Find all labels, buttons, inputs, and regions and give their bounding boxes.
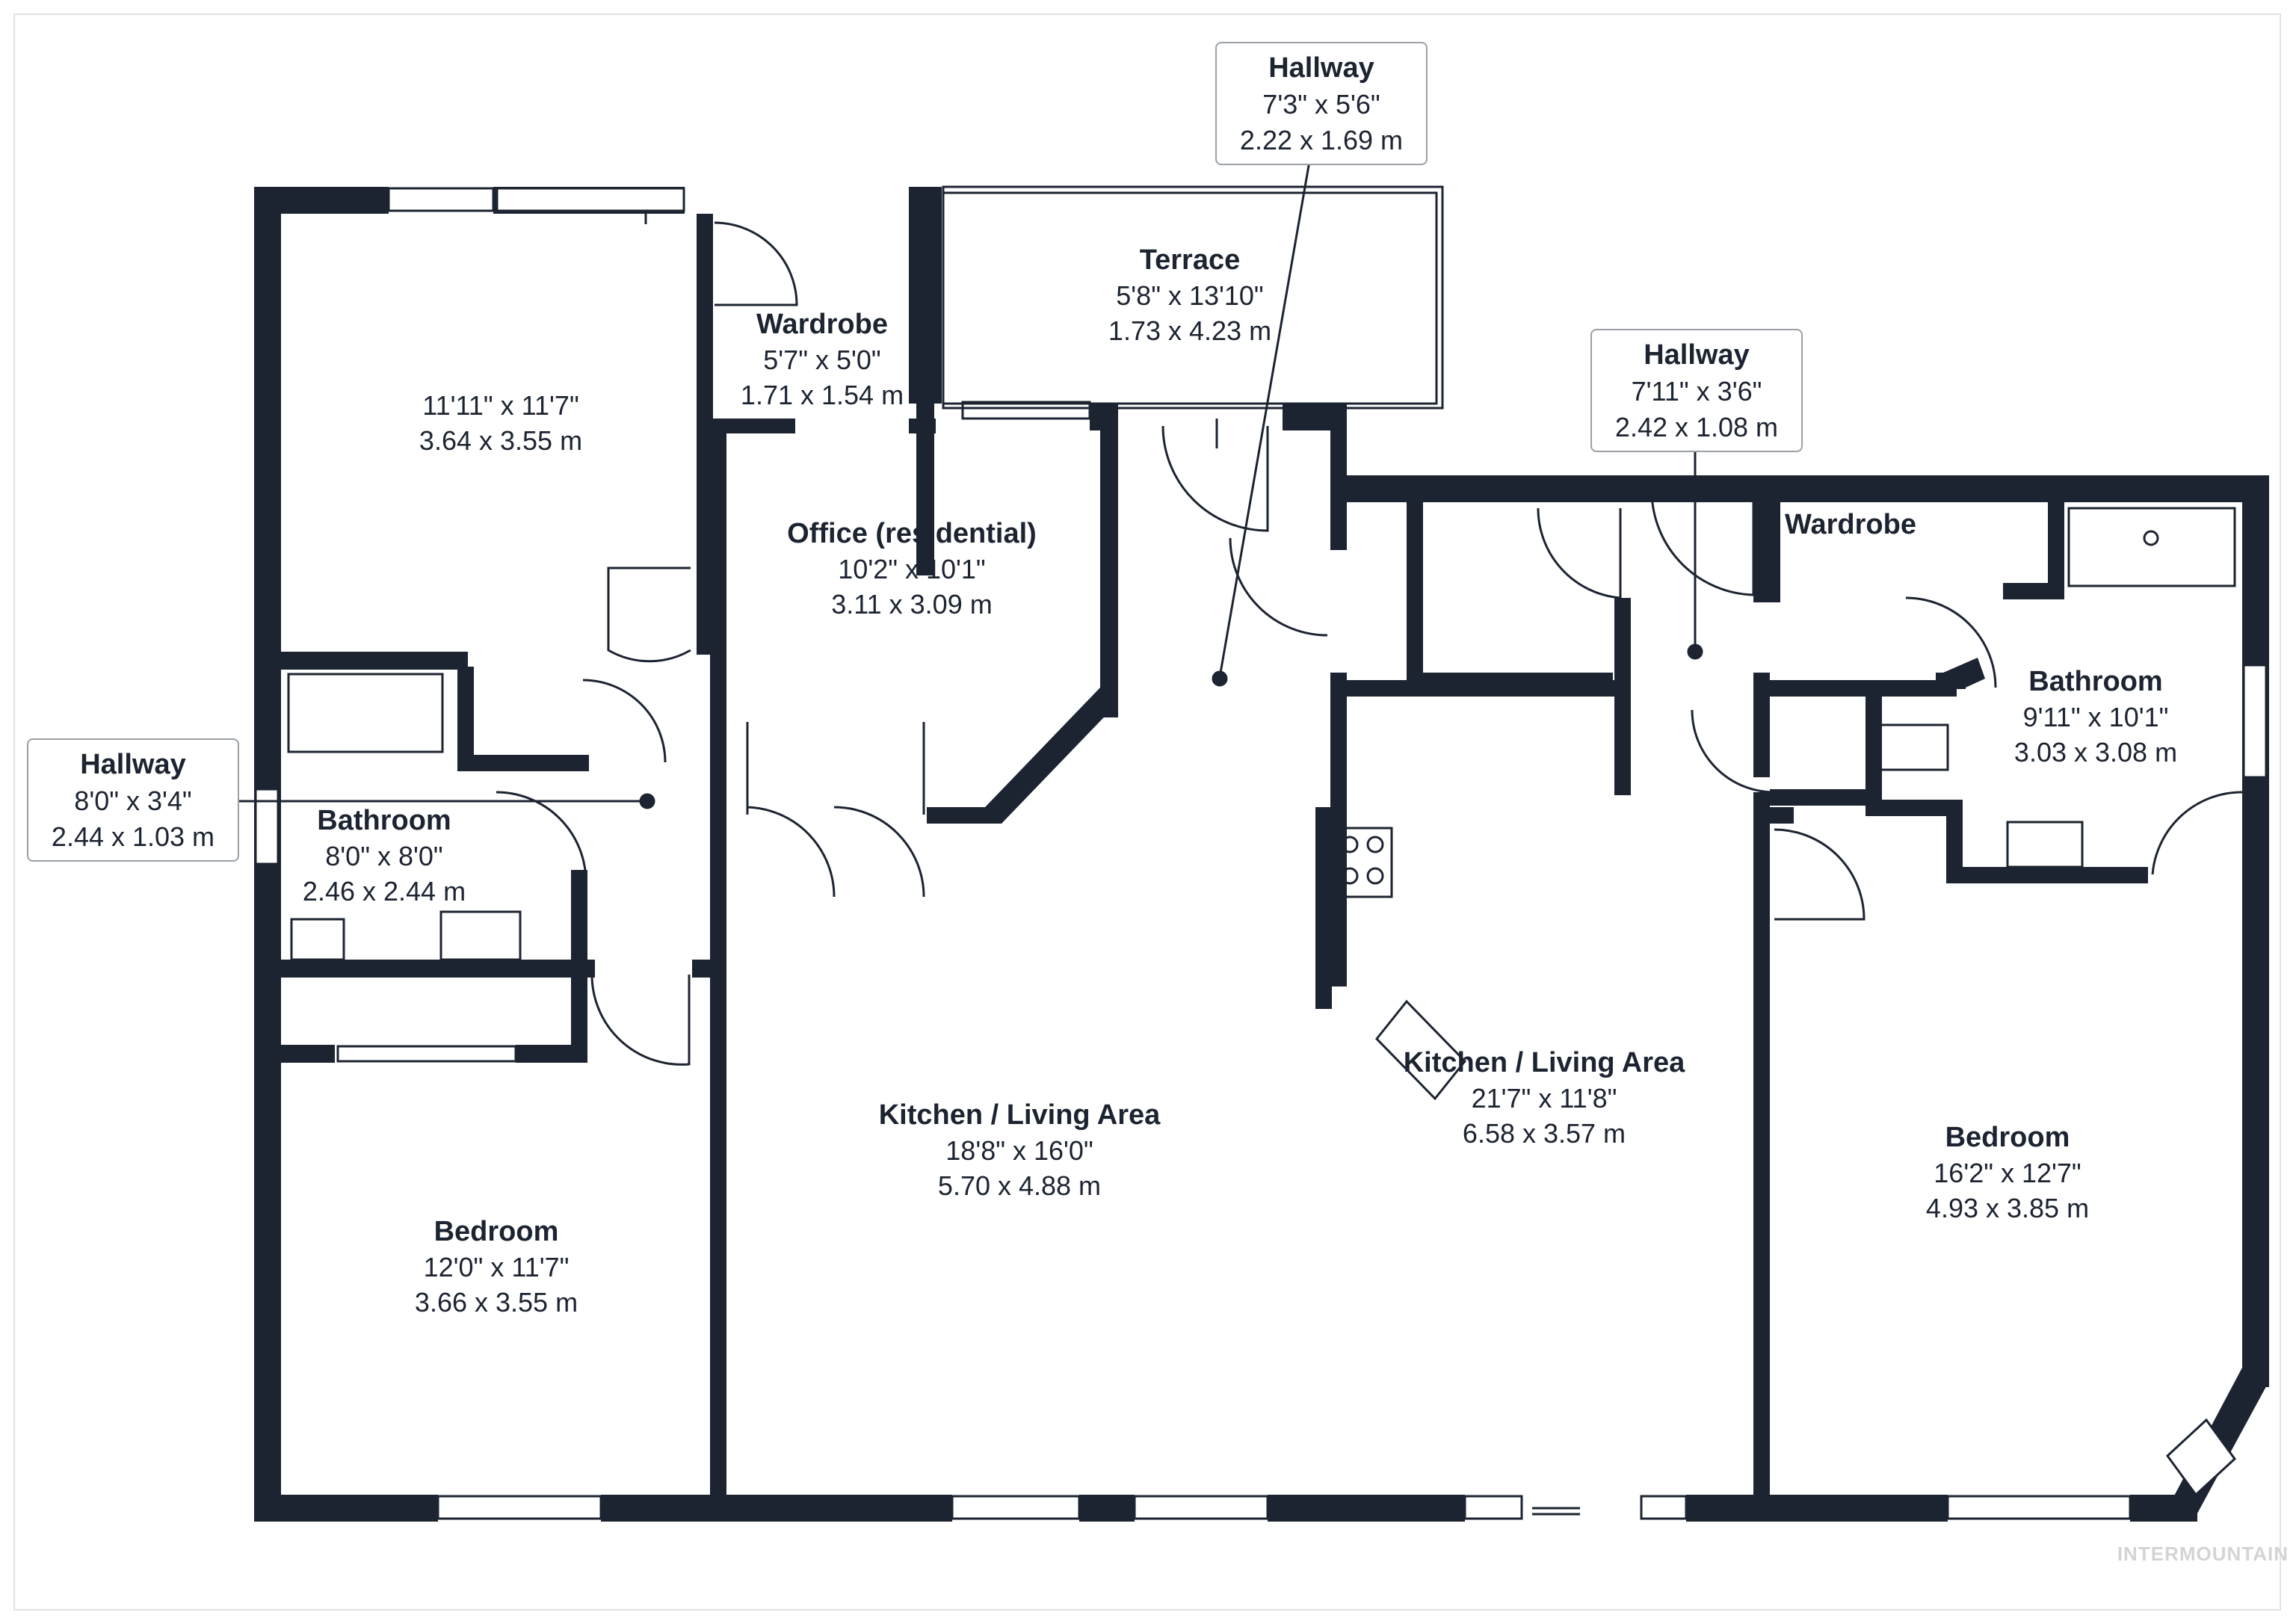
wardrobe-e-name: Wardrobe bbox=[1785, 509, 1916, 540]
wardrobe-e-label: Wardrobe bbox=[1785, 507, 1916, 543]
bathroom-w-name: Bathroom bbox=[317, 805, 451, 836]
hallway-top-name: Hallway bbox=[1268, 52, 1374, 84]
terrace-outline bbox=[942, 185, 1580, 1516]
fixtures bbox=[287, 214, 2236, 1101]
wardrobe-n-dim-metric: 1.71 x 1.54 m bbox=[740, 380, 904, 411]
terrace-name: Terrace bbox=[1139, 244, 1241, 276]
bathroom-e-name: Bathroom bbox=[2028, 666, 2163, 697]
kitchen-e-name: Kitchen / Living Area bbox=[1403, 1047, 1685, 1078]
bedroom-sw-name: Bedroom bbox=[433, 1216, 559, 1247]
office-name: Office (residential) bbox=[787, 518, 1037, 549]
kitchen-w-dim-imperial: 18'8" x 16'0" bbox=[945, 1135, 1093, 1167]
bedroom-nw-dim-metric: 3.64 x 3.55 m bbox=[419, 424, 583, 456]
office-dim-metric: 3.11 x 3.09 m bbox=[831, 589, 993, 620]
kitchen-w-dim-metric: 5.70 x 4.88 m bbox=[937, 1170, 1102, 1202]
bedroom-nw-label: 11'11" x 11'7" 3.64 x 3.55 m bbox=[419, 389, 582, 459]
terrace-label: Terrace 5'8" x 13'10" 1.73 x 4.23 m bbox=[1108, 242, 1271, 349]
bedroom-sw-label: Bedroom 12'0" x 11'7" 3.66 x 3.55 m bbox=[415, 1214, 578, 1321]
bedroom-nw-dim-imperial: 11'11" x 11'7" bbox=[422, 390, 579, 421]
hallway-right-dim-imperial: 7'11" x 3'6" bbox=[1631, 376, 1762, 407]
bathroom-e-label: Bathroom 9'11" x 10'1" 3.03 x 3.08 m bbox=[2014, 664, 2177, 771]
bedroom-e-name: Bedroom bbox=[1945, 1122, 2070, 1153]
wardrobe-n-name: Wardrobe bbox=[756, 309, 888, 340]
hallway-right-callout: Hallway 7'11" x 3'6" 2.42 x 1.08 m bbox=[1590, 329, 1803, 453]
kitchen-w-label: Kitchen / Living Area 18'8" x 16'0" 5.70… bbox=[879, 1097, 1161, 1204]
terrace-dim-metric: 1.73 x 4.23 m bbox=[1108, 315, 1272, 347]
bathroom-e-dim-imperial: 9'11" x 10'1" bbox=[2022, 702, 2169, 733]
hallway-left-dim-imperial: 8'0" x 3'4" bbox=[74, 785, 192, 817]
windows bbox=[254, 187, 2268, 1520]
wardrobe-n-dim-imperial: 5'7" x 5'0" bbox=[763, 345, 881, 376]
office-label: Office (residential) 10'2" x 10'1" 3.11 … bbox=[787, 516, 1037, 623]
bathroom-e-dim-metric: 3.03 x 3.08 m bbox=[2013, 737, 2178, 768]
walls bbox=[254, 187, 2269, 1522]
kitchen-e-dim-metric: 6.58 x 3.57 m bbox=[1462, 1118, 1626, 1149]
hallway-left-callout: Hallway 8'0" x 3'4" 2.44 x 1.03 m bbox=[27, 738, 239, 862]
bedroom-sw-dim-imperial: 12'0" x 11'7" bbox=[423, 1252, 570, 1283]
kitchen-e-label: Kitchen / Living Area 21'7" x 11'8" 6.58… bbox=[1404, 1045, 1685, 1152]
bedroom-sw-dim-metric: 3.66 x 3.55 m bbox=[414, 1287, 578, 1318]
bathroom-w-dim-imperial: 8'0" x 8'0" bbox=[325, 841, 443, 872]
watermark: INTERMOUNTAIN bbox=[2117, 1543, 2289, 1565]
hallway-right-dim-metric: 2.42 x 1.08 m bbox=[1614, 411, 1779, 442]
wardrobe-n-label: Wardrobe 5'7" x 5'0" 1.71 x 1.54 m bbox=[741, 306, 904, 413]
bathroom-w-label: Bathroom 8'0" x 8'0" 2.46 x 2.44 m bbox=[303, 803, 466, 910]
callout-leaders bbox=[239, 161, 1703, 809]
hallway-top-dim-imperial: 7'3" x 5'6" bbox=[1262, 89, 1380, 120]
bedroom-e-label: Bedroom 16'2" x 12'7" 4.93 x 3.85 m bbox=[1926, 1120, 2089, 1226]
kitchen-e-dim-imperial: 21'7" x 11'8" bbox=[1471, 1083, 1617, 1114]
hallway-right-name: Hallway bbox=[1644, 339, 1750, 371]
hallway-left-name: Hallway bbox=[80, 749, 186, 780]
hallway-left-dim-metric: 2.44 x 1.03 m bbox=[51, 821, 215, 852]
bedroom-e-dim-metric: 4.93 x 3.85 m bbox=[1925, 1193, 2090, 1224]
hallway-top-dim-metric: 2.22 x 1.69 m bbox=[1239, 124, 1404, 155]
doors bbox=[496, 221, 2243, 1066]
terrace-dim-imperial: 5'8" x 13'10" bbox=[1116, 280, 1264, 312]
hallway-top-callout: Hallway 7'3" x 5'6" 2.22 x 1.69 m bbox=[1215, 42, 1428, 166]
bedroom-e-dim-imperial: 16'2" x 12'7" bbox=[1934, 1158, 2081, 1189]
office-dim-imperial: 10'2" x 10'1" bbox=[838, 554, 986, 585]
kitchen-w-name: Kitchen / Living Area bbox=[878, 1099, 1161, 1131]
bathroom-w-dim-metric: 2.46 x 2.44 m bbox=[302, 876, 466, 907]
